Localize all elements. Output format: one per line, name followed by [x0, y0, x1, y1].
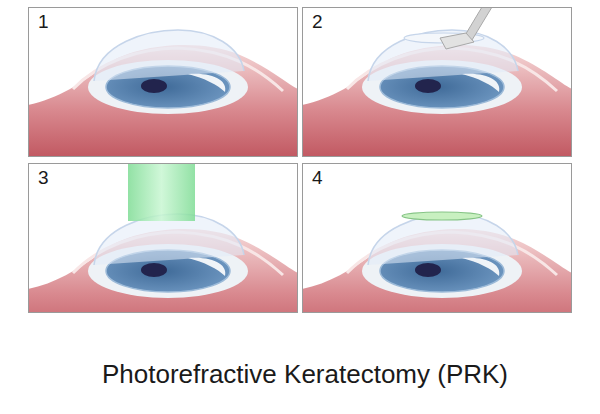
eye-drawing: [28, 214, 298, 313]
step-number: 4: [312, 168, 323, 189]
laser-beam: [128, 163, 195, 221]
step-number: 1: [38, 12, 49, 33]
step-panel: 2: [302, 7, 572, 157]
contact-lens: [402, 212, 482, 220]
step-number: 3: [38, 168, 49, 189]
caption: Photorefractive Keratectomy (PRK): [102, 359, 508, 390]
eye-drawing: [302, 30, 572, 157]
eye-drawing: [302, 214, 572, 313]
step-panel: 3: [28, 163, 298, 313]
eye-drawing: [28, 30, 298, 157]
eye-figure: [28, 30, 298, 157]
step-panel: 1: [28, 7, 298, 157]
eye-figure: [28, 163, 298, 313]
spatula-blade: [440, 33, 474, 49]
eye-figure: [302, 7, 572, 157]
step-number: 2: [312, 12, 323, 33]
eye-figure: [302, 212, 572, 313]
step-panel: 4: [302, 163, 572, 313]
